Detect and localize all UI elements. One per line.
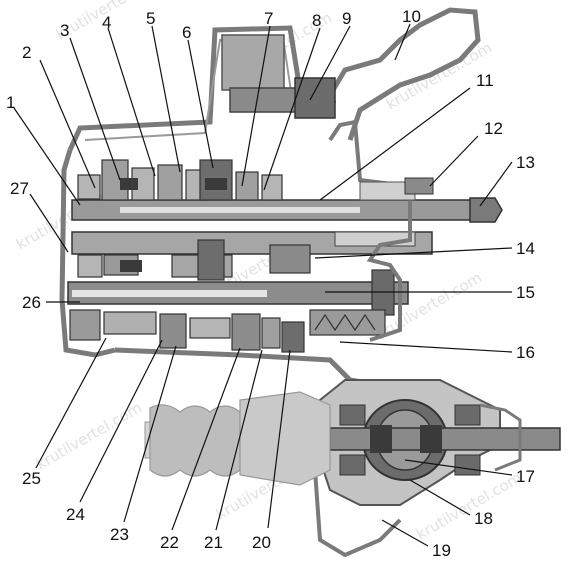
drive-shaft-boot [144, 391, 331, 486]
leader-line-6 [187, 39, 214, 169]
transmission-drawing [59, 7, 561, 558]
callout-17: 17 [516, 467, 535, 486]
callout-5: 5 [146, 9, 155, 28]
callout-labels: 1 2 3 4 5 6 7 8 9 10 11 12 13 14 15 16 1… [6, 7, 535, 560]
callout-12: 12 [484, 119, 503, 138]
release-bearing [294, 77, 336, 119]
callout-14: 14 [516, 239, 535, 258]
output-gear-set [69, 309, 386, 353]
release-housing [221, 34, 285, 91]
leader-line-25 [35, 337, 107, 469]
callout-2: 2 [22, 43, 31, 62]
leader-line-19 [381, 519, 429, 547]
leader-line-5 [151, 25, 181, 173]
callout-10: 10 [402, 7, 421, 26]
leader-line-11 [319, 87, 471, 201]
callout-27: 27 [10, 179, 29, 198]
leader-lines [13, 23, 513, 547]
end-cover [328, 119, 412, 342]
callout-26: 26 [22, 293, 41, 312]
callout-16: 16 [516, 343, 535, 362]
input-shaft-spline-end [469, 197, 503, 223]
input-shaft-bore [120, 207, 360, 213]
callout-23: 23 [110, 525, 129, 544]
callout-6: 6 [182, 23, 191, 42]
callout-7: 7 [264, 9, 273, 28]
callout-20: 20 [252, 533, 271, 552]
callout-1: 1 [6, 93, 15, 112]
callout-3: 3 [60, 21, 69, 40]
release-fork [404, 177, 434, 195]
callout-25: 25 [22, 469, 41, 488]
callout-8: 8 [312, 11, 321, 30]
leader-line-14 [314, 247, 513, 259]
callout-19: 19 [432, 541, 451, 560]
input-gear-set [77, 159, 283, 201]
differential-assembly [313, 379, 561, 558]
leader-line-20 [267, 349, 291, 529]
callout-21: 21 [204, 533, 223, 552]
leader-line-1 [13, 107, 81, 206]
leader-line-2 [39, 59, 96, 189]
leader-line-10 [394, 23, 411, 61]
output-shaft-bore [72, 290, 267, 297]
leader-line-8 [263, 27, 321, 191]
leader-line-3 [69, 37, 121, 181]
callout-15: 15 [516, 283, 535, 302]
callout-11: 11 [476, 71, 494, 90]
housing-left-wall [59, 149, 116, 358]
callout-9: 9 [342, 9, 351, 28]
leader-line-24 [79, 339, 163, 503]
callout-18: 18 [474, 509, 493, 528]
leader-line-27 [29, 193, 69, 253]
callout-13: 13 [516, 153, 535, 172]
leader-line-18 [409, 479, 471, 516]
callout-24: 24 [66, 505, 85, 524]
leader-line-21 [215, 349, 263, 531]
callout-4: 4 [102, 13, 111, 32]
leader-line-23 [123, 345, 177, 523]
callout-22: 22 [160, 533, 179, 552]
leader-line-9 [309, 25, 351, 101]
watermark-text: krutilvertel.com [33, 398, 145, 473]
leader-line-16 [339, 341, 513, 353]
leader-line-13 [479, 161, 513, 207]
housing-top-wall [67, 7, 481, 152]
leader-line-12 [429, 135, 479, 187]
leader-line-7 [241, 25, 271, 187]
leader-line-4 [107, 27, 156, 177]
leader-line-22 [171, 347, 241, 531]
leader-line-17 [404, 459, 513, 476]
